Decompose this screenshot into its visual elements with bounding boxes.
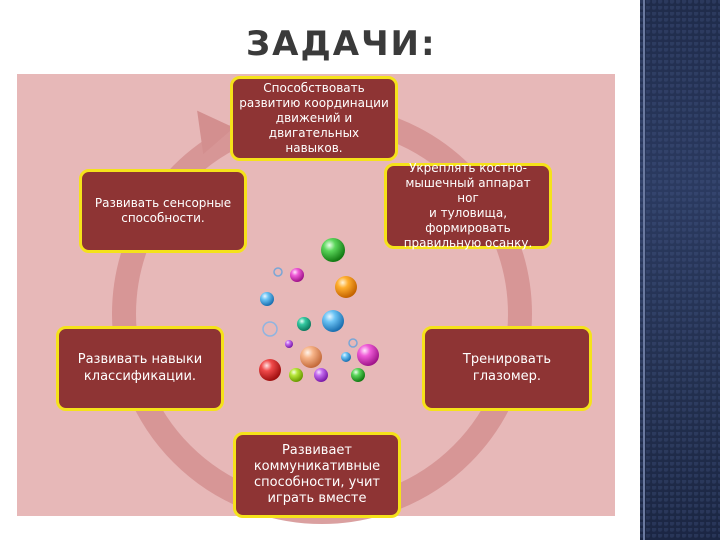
bubble [260, 292, 274, 306]
bubble [285, 340, 293, 348]
bubble [273, 267, 283, 277]
bubble [321, 238, 345, 262]
task-classification-text: Развивать навыки классификации. [77, 352, 203, 384]
bubble [290, 268, 304, 282]
side-decor-panel [640, 0, 720, 540]
bubble [300, 346, 322, 368]
task-musculoskeletal-text: Укреплять костно- мышечный аппарат ног и… [403, 161, 533, 250]
bubble [351, 368, 365, 382]
bubble [297, 317, 311, 331]
task-sensory-text: Развивать сенсорные способности. [94, 196, 232, 225]
bubble [259, 359, 281, 381]
task-sensory: Развивать сенсорные способности. [79, 169, 247, 253]
slide-title: ЗАДАЧИ: [246, 24, 437, 64]
task-communication: Развивает коммуникативные способности, у… [233, 432, 401, 518]
task-communication-text: Развивает коммуникативные способности, у… [253, 442, 381, 507]
side-decor-line [643, 0, 645, 540]
task-eye-gauge: Тренировать глазомер. [422, 326, 592, 411]
task-musculoskeletal: Укреплять костно- мышечный аппарат ног и… [384, 161, 552, 250]
bubble [262, 321, 278, 337]
task-eye-gauge-text: Тренировать глазомер. [462, 352, 552, 384]
bubble [341, 352, 351, 362]
bubble [348, 338, 358, 348]
bubble [322, 310, 344, 332]
bubble [357, 344, 379, 366]
bubble [314, 368, 328, 382]
bubble [335, 276, 357, 298]
task-coordination-text: Способствовать развитию координации движ… [239, 81, 389, 155]
task-classification: Развивать навыки классификации. [56, 326, 224, 411]
task-coordination: Способствовать развитию координации движ… [230, 76, 398, 161]
bubble [289, 368, 303, 382]
